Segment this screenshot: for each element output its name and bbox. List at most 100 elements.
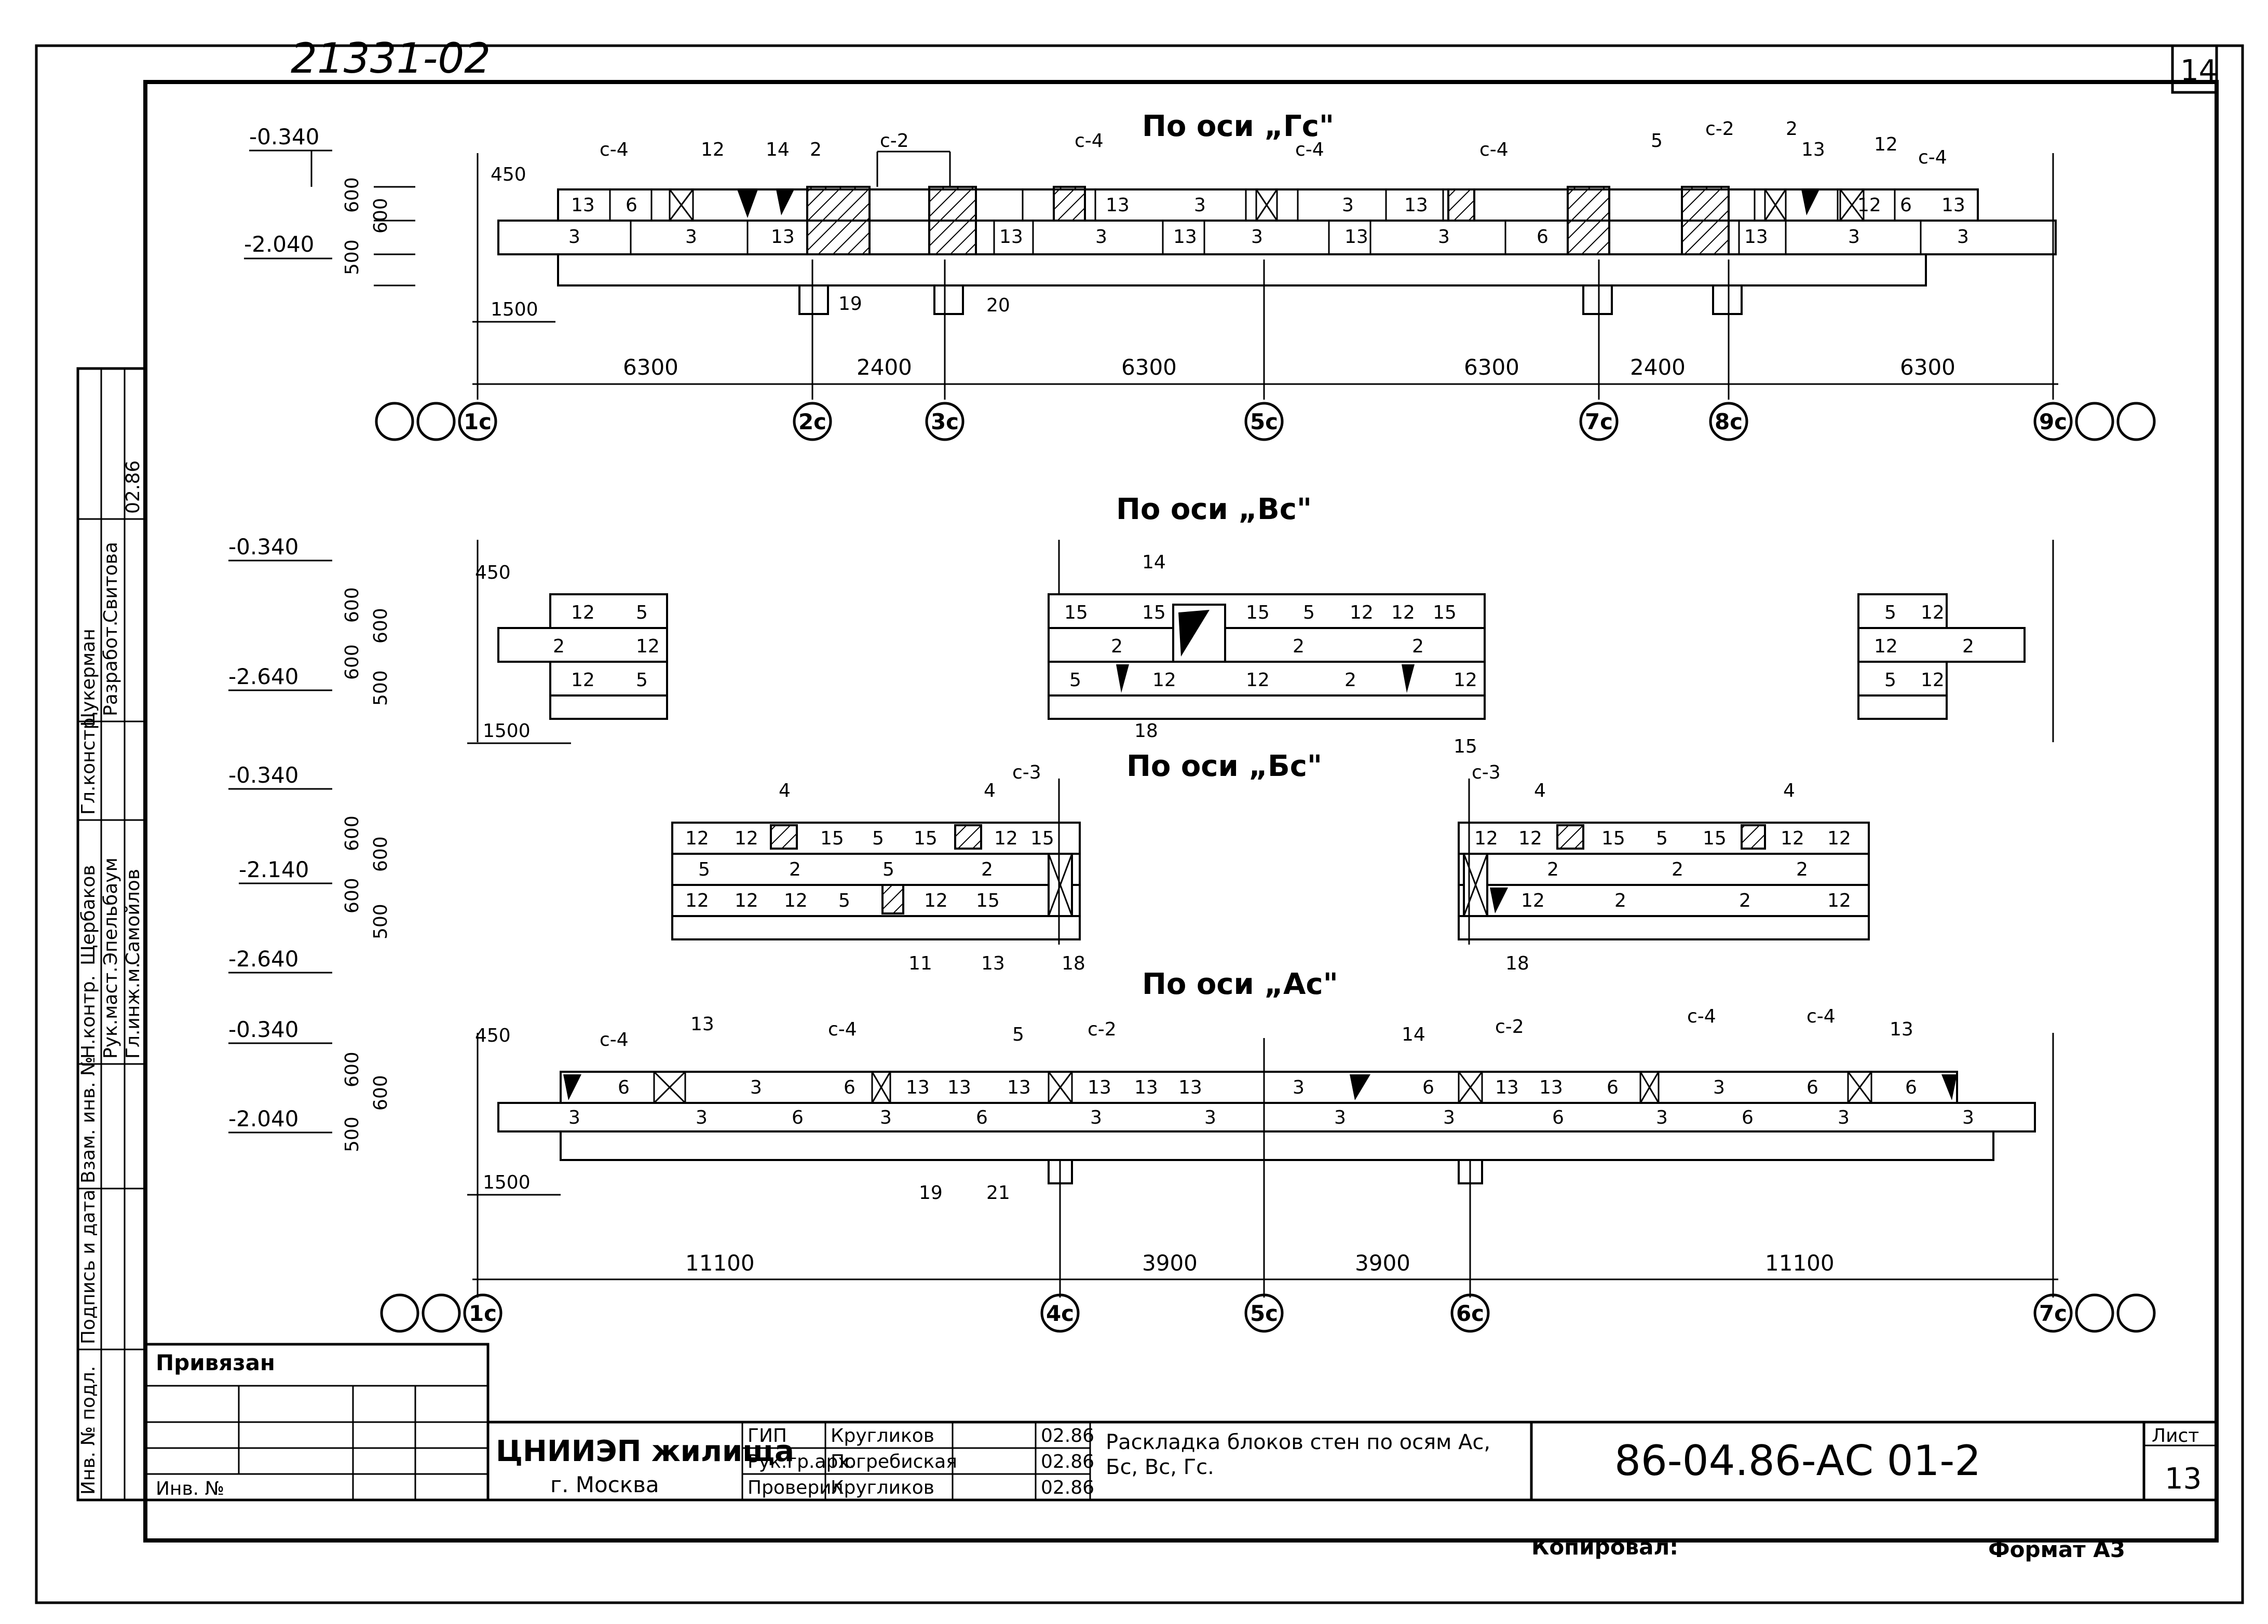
svg-text:с-4: с-4 — [1807, 1006, 1836, 1027]
callout-g-c4a: с-4 — [600, 139, 629, 160]
svg-text:13: 13 — [1106, 195, 1130, 216]
svg-text:600: 600 — [342, 1052, 363, 1087]
svg-text:12: 12 — [1827, 828, 1851, 849]
svg-text:13: 13 — [571, 195, 595, 216]
svg-text:500: 500 — [342, 1116, 363, 1152]
svg-text:2: 2 — [553, 636, 565, 657]
svg-text:3: 3 — [1194, 195, 1206, 216]
svg-text:13: 13 — [690, 1014, 714, 1035]
svg-text:15: 15 — [820, 828, 844, 849]
axis-g-5: 5с — [1250, 409, 1278, 434]
svg-text:15: 15 — [1064, 602, 1088, 623]
svg-text:13: 13 — [906, 1077, 930, 1098]
svg-text:13: 13 — [771, 226, 795, 248]
svg-text:500: 500 — [370, 670, 391, 706]
drawing-code: 86-04.86-АС 01-2 — [1614, 1437, 1981, 1485]
dim-g-1500: 1500 — [491, 299, 538, 320]
svg-text:3: 3 — [880, 1107, 892, 1128]
svg-text:13: 13 — [1344, 226, 1368, 248]
svg-text:Н.контр.: Н.контр. — [78, 975, 99, 1059]
svg-text:15: 15 — [914, 828, 938, 849]
span-a-3: 3900 — [1355, 1250, 1410, 1276]
svg-text:2: 2 — [1796, 859, 1808, 880]
section-v: По оси „Вс" -0.340 -2.640 450 1500 600 6… — [228, 493, 2054, 757]
axis-g-7: 7с — [1585, 409, 1613, 434]
svg-text:12: 12 — [1874, 134, 1898, 155]
svg-text:3: 3 — [568, 226, 580, 248]
svg-text:13: 13 — [1941, 195, 1965, 216]
svg-text:Проверил: Проверил — [748, 1477, 844, 1498]
level-b-1: -0.340 — [228, 762, 298, 788]
svg-text:12: 12 — [924, 890, 948, 911]
span-a-4: 11100 — [1765, 1250, 1835, 1276]
svg-text:Эпельбаум: Эпельбаум — [100, 857, 121, 965]
svg-text:12: 12 — [1781, 828, 1804, 849]
svg-text:18: 18 — [1505, 953, 1529, 974]
svg-text:15: 15 — [1246, 602, 1270, 623]
svg-text:6: 6 — [976, 1107, 988, 1128]
privyazan-label: Привязан — [156, 1350, 275, 1375]
svg-text:15: 15 — [1433, 602, 1457, 623]
svg-text:3: 3 — [1957, 226, 1969, 248]
svg-text:12: 12 — [685, 828, 709, 849]
svg-text:4: 4 — [1534, 780, 1546, 801]
svg-text:3: 3 — [1443, 1107, 1455, 1128]
svg-text:5: 5 — [1012, 1024, 1024, 1045]
svg-text:02.86: 02.86 — [123, 460, 144, 514]
svg-text:19: 19 — [838, 293, 862, 315]
svg-text:2: 2 — [1547, 859, 1559, 880]
axis-g-2: 2с — [798, 409, 826, 434]
svg-text:15: 15 — [976, 890, 1000, 911]
svg-text:6: 6 — [1607, 1077, 1619, 1098]
svg-text:5: 5 — [838, 890, 850, 911]
svg-text:Кругликов: Кругликов — [831, 1425, 934, 1446]
svg-text:6: 6 — [844, 1077, 855, 1098]
svg-text:500: 500 — [370, 904, 391, 939]
svg-text:15: 15 — [1142, 602, 1166, 623]
svg-text:600: 600 — [342, 587, 363, 623]
outer-frame — [35, 44, 2244, 1604]
svg-text:6: 6 — [792, 1107, 804, 1128]
svg-text:с-4: с-4 — [1295, 139, 1324, 160]
svg-text:13: 13 — [1404, 195, 1428, 216]
svg-text:3: 3 — [1334, 1107, 1346, 1128]
svg-text:Подпись и дата: Подпись и дата — [78, 1190, 99, 1344]
svg-text:02.86: 02.86 — [1041, 1477, 1094, 1498]
svg-text:600: 600 — [370, 608, 391, 644]
axis-a-4: 4с — [1046, 1301, 1074, 1326]
svg-text:12: 12 — [1152, 670, 1176, 691]
svg-text:13: 13 — [1890, 1019, 1913, 1040]
span-g-6: 6300 — [1900, 354, 1955, 380]
svg-text:4: 4 — [779, 780, 791, 801]
svg-text:5: 5 — [872, 828, 884, 849]
svg-text:с-4: с-4 — [600, 1029, 629, 1050]
svg-text:15: 15 — [1454, 736, 1477, 757]
svg-text:12: 12 — [1350, 602, 1374, 623]
svg-text:2: 2 — [1111, 636, 1123, 657]
svg-text:12: 12 — [571, 670, 595, 691]
dim-g-500: 500 — [342, 239, 363, 275]
span-g-5: 2400 — [1630, 354, 1686, 380]
section-title-g: По оси „Гс" — [1142, 110, 1334, 143]
svg-text:Инв. № подл.: Инв. № подл. — [78, 1366, 99, 1495]
svg-text:18: 18 — [1062, 953, 1085, 974]
inv-label: Инв. № — [156, 1478, 224, 1499]
svg-text:6: 6 — [1537, 226, 1549, 248]
svg-text:6: 6 — [1905, 1077, 1917, 1098]
wall-a-row-top — [560, 1071, 1958, 1104]
drawing-description: Раскладка блоков стен по осям Ас, Бс, Вс… — [1106, 1430, 1491, 1479]
svg-text:2: 2 — [1412, 636, 1424, 657]
svg-text:6: 6 — [1807, 1077, 1818, 1098]
svg-text:02.86: 02.86 — [1041, 1425, 1094, 1446]
svg-text:14: 14 — [1402, 1024, 1425, 1045]
svg-text:600: 600 — [342, 878, 363, 913]
svg-text:12: 12 — [1857, 195, 1881, 216]
svg-text:Цукерман: Цукерман — [78, 629, 99, 727]
svg-text:2: 2 — [981, 859, 993, 880]
svg-text:2: 2 — [1672, 859, 1683, 880]
svg-text:12: 12 — [685, 890, 709, 911]
svg-text:14: 14 — [1142, 552, 1166, 573]
svg-text:12: 12 — [1474, 828, 1498, 849]
section-b: По оси „Бс" -0.340 -2.140 -2.640 600 600… — [228, 749, 1870, 974]
